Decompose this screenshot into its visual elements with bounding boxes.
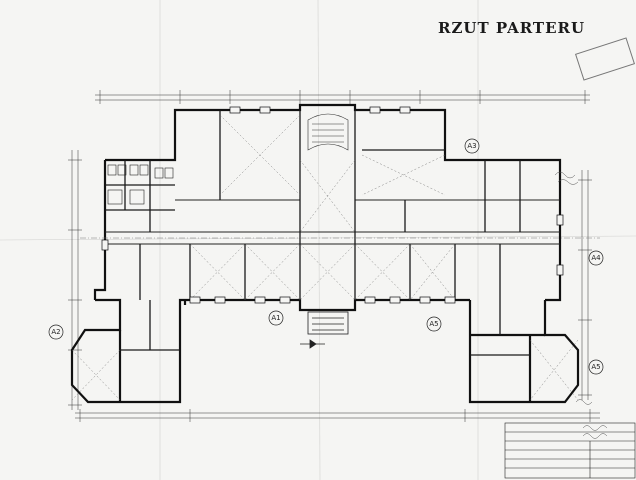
- partition-walls: [105, 110, 530, 356]
- axis-marker: A5: [429, 320, 439, 328]
- axis-marker: A2: [51, 328, 61, 336]
- section-arrow: [300, 339, 325, 349]
- windows: [101, 106, 564, 304]
- vault-lines: [71, 114, 579, 401]
- right-dimension-chain: [578, 170, 592, 400]
- left-dimension-chain: [68, 150, 82, 410]
- entrance-portico: [307, 311, 349, 335]
- top-dimension-chain: [95, 90, 590, 104]
- axis-marker: A5: [591, 363, 601, 371]
- axis-marker: A3: [467, 142, 477, 150]
- southeast-tower: [468, 300, 580, 404]
- sanitary-fixtures: [107, 164, 174, 205]
- axis-marker: A1: [271, 314, 281, 322]
- southwest-tower: [70, 298, 185, 404]
- main-corridor: [105, 199, 560, 245]
- bottom-dimension-chain: [75, 409, 600, 422]
- axis-bubbles: [48, 138, 604, 375]
- handwritten-notes: [554, 171, 608, 439]
- title-block: [504, 422, 636, 479]
- staircase: [307, 113, 349, 151]
- drawing-title: RZUT PARTERU: [438, 19, 586, 37]
- axis-marker: A4: [591, 254, 601, 262]
